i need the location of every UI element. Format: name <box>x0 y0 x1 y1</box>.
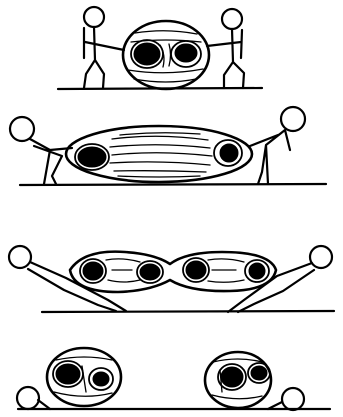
panel-1-figures-flanking-cell <box>58 7 262 89</box>
ground-line <box>42 311 334 312</box>
panel-3-cell-pinching <box>9 246 334 312</box>
panel-2-cell-stretching <box>10 107 326 185</box>
right-daughter-cell <box>205 352 271 408</box>
right-stick-figure <box>250 107 305 184</box>
right-stick-figure <box>207 9 244 88</box>
cell-round <box>123 21 209 89</box>
right-stick-figure <box>228 246 332 312</box>
panel-4-two-daughter-cells <box>17 348 330 410</box>
left-stick-figure-partial <box>17 387 50 409</box>
left-daughter-cell <box>47 348 121 406</box>
cell-pinched <box>70 252 276 292</box>
left-stick-figure <box>84 7 124 88</box>
left-stick-figure <box>9 246 126 311</box>
ground-line <box>20 184 326 185</box>
cell-stretched <box>66 126 252 182</box>
right-stick-figure-partial <box>268 388 304 410</box>
left-stick-figure <box>10 117 72 184</box>
